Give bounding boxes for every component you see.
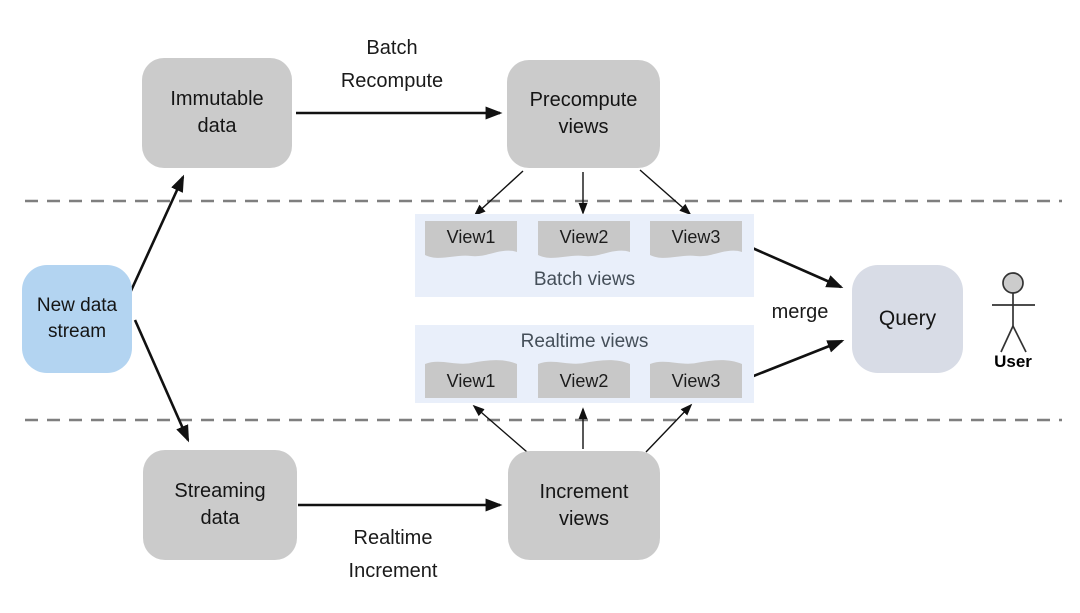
node-immutable-data: Immutable data [142,58,292,168]
document-shape-icon [538,221,630,258]
batch-view2: View2 [538,221,630,262]
node-streaming-data: Streaming data [143,450,297,560]
node-new-data-stream: New data stream [22,265,132,373]
edge-label-merge: merge [771,301,829,323]
arrow-realtimeview3-to-query [740,339,845,383]
document-shape-icon [650,360,742,398]
node-increment-views: Increment views [508,451,660,560]
view-label: View3 [671,371,721,391]
layer-dividers [25,199,1062,422]
document-shape-icon [425,221,517,258]
arrow-increment-to-realtimeview1 [472,404,528,453]
realtime-view1: View1 [425,357,517,398]
main-flow-arrows [128,106,845,512]
arrow-precompute-to-batchview1 [473,170,524,217]
fanout-arrows [472,169,693,453]
user-right-leg-icon [1012,325,1027,353]
view-label: View1 [446,371,496,391]
node-label: New data stream [36,295,118,342]
batch-views-panel-label: Batch views [533,269,636,290]
node-label: Streaming data [174,480,266,529]
view-label: View2 [559,371,609,391]
realtime-view2: View2 [538,357,630,398]
batch-view1: View1 [425,221,517,262]
node-query: Query [852,265,963,373]
arrow-increment-to-realtimeview3 [645,403,693,453]
view-label: View1 [446,227,496,247]
arrow-precompute-to-batchview3 [639,169,692,216]
edge-label-batch-recompute: Batch Recompute [340,37,444,92]
node-label: Query [878,306,937,330]
node-label: Increment views [539,480,629,530]
arrow-batchview3-to-query [740,241,844,289]
user-head-icon [1002,272,1024,294]
realtime-view3: View3 [650,357,742,398]
realtime-views-panel-label: Realtime views [520,331,649,352]
node-label: Immutable data [170,88,264,137]
document-shape-icon [538,360,630,398]
edge-label-realtime-increment: Realtime Increment [348,527,438,582]
user-icon [992,272,1035,353]
view-label: View3 [671,227,721,247]
view-label: View2 [559,227,609,247]
user-left-leg-icon [1000,325,1014,353]
node-precompute-views: Precompute views [507,60,660,168]
node-label: Precompute views [529,89,638,138]
document-shape-icon [425,360,517,398]
batch-view3: View3 [650,221,742,262]
user-label: User [994,352,1032,371]
arrow-newdata-to-immutable [128,174,185,294]
arrow-newdata-to-streaming [133,319,190,443]
document-shape-icon [650,221,742,258]
